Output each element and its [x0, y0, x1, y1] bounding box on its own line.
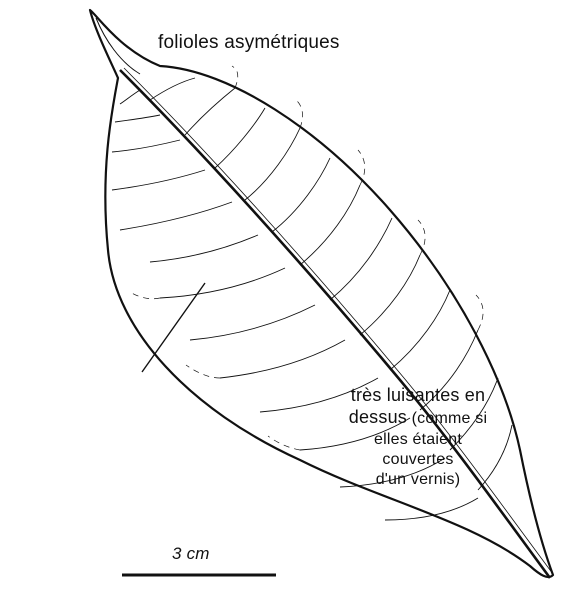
note-line-3: elles étaient	[308, 430, 528, 450]
note-line-2-rest: (comme si	[407, 410, 487, 427]
leaf-outline	[90, 10, 553, 577]
note-line-5: d'un vernis)	[308, 470, 528, 490]
midrib-inner	[124, 68, 553, 574]
scale-label: 3 cm	[172, 544, 210, 564]
annotation-pointer-line	[142, 283, 205, 372]
note-line-1: très luisantes en	[308, 384, 528, 406]
note-line-2-bold: dessus	[349, 407, 407, 427]
note-line-2: dessus (comme si	[308, 406, 528, 430]
annotation-note: très luisantes en dessus (comme si elles…	[308, 384, 528, 490]
note-line-4: couvertes	[308, 450, 528, 470]
top-label: folioles asymétriques	[158, 32, 340, 54]
midrib	[120, 70, 550, 578]
